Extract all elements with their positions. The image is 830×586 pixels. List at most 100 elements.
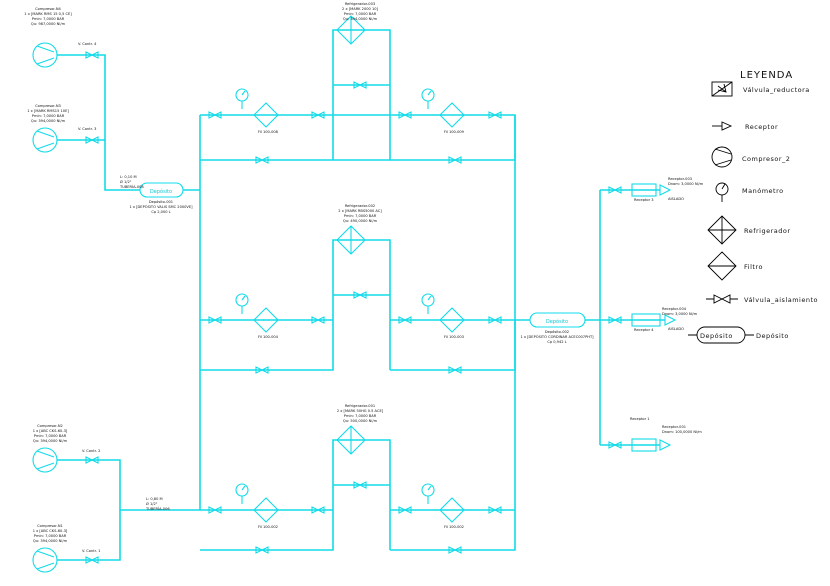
rec-1-sub: AISLADO: [668, 197, 684, 201]
filter-icon: [707, 251, 737, 281]
valve-label: V. Contr. 4: [78, 42, 97, 46]
pipe-label: TUBERÍA-006: [145, 506, 170, 511]
comp-3-cap-2: Pmin: 7,0000 BAR: [34, 434, 67, 438]
ref-3-cap-2: Pmin: 7,0000 BAR: [344, 414, 377, 418]
receptor-icon: [659, 184, 671, 196]
legend-label: Refrigerador: [744, 227, 791, 235]
comp-4-cap-2: Pmin: 7,0000 BAR: [34, 534, 67, 538]
rec-2-cap-0: Receptor-004: [662, 307, 687, 311]
manometer-icon: [421, 483, 435, 505]
filter-label: Fil 100-009: [444, 130, 465, 134]
ref-3-cap-0: Refrigerador-001: [345, 404, 375, 408]
rec-2-cap-1: Dnom: 3,0000 Nl/m: [662, 312, 698, 316]
ref-3-cap-3: Qu: 500,0000 Nl/m: [343, 419, 378, 423]
pipe-label: L: 0,80 M: [146, 497, 163, 501]
compressor-icon: [32, 447, 58, 473]
rec-2-tag: Receptor 4: [634, 328, 654, 332]
legend-label: Válvula_reductora: [743, 86, 810, 94]
ref-2-cap-0: Refrigerador-002: [345, 204, 375, 208]
legend-tank-text: Depósito: [700, 332, 733, 340]
ref-3-cap-1: 2 x [MARK 50HG 0.5 ACE]: [337, 409, 384, 413]
filter-labels: Fil 100-008 Fil 100-009 Fil 100-004 Fil …: [258, 130, 465, 529]
legend-item-filter: Filtro: [707, 251, 763, 281]
ref-1-cap-0: Refrigerador-003: [345, 2, 375, 6]
comp-4-cap-3: Qu: 394,0000 Nl/m: [33, 539, 68, 543]
legend-title: LEYENDA: [740, 70, 793, 81]
tank-2-cap-1: 1 x [DEPÓSITO CORDINAR ACEC007PHT]: [520, 334, 594, 339]
coolers: [336, 15, 366, 455]
legend-label: Filtro: [744, 263, 763, 271]
legend-item-compressor: Compresor_2: [711, 146, 790, 168]
manometer-icon: [235, 293, 249, 315]
comp-4-cap-0: Compresor-N1: [37, 524, 63, 528]
ref-1-cap-2: Pmin: 7,0000 BAR: [344, 12, 377, 16]
compressor-3: [32, 447, 58, 473]
receptor-box: [631, 313, 661, 327]
tank-1-cap-2: Cp 2,000 L: [151, 210, 170, 214]
valve-label: V. Contr. 3: [78, 127, 96, 131]
legend-label: Compresor_2: [742, 155, 790, 163]
tank-2: Depósito: [529, 312, 586, 328]
filter-label: Fil 100-002: [258, 525, 278, 529]
cooler-captions: Refrigerador-003 2 x [MARK 2000 10] Pmin…: [337, 2, 384, 423]
filter-icon: [253, 497, 279, 523]
compressor-captions: Compresor-N4 1 x [MARK RMS 15 0,5 CE] Pm…: [24, 7, 72, 543]
rec-1-cap-0: Receptor-003: [668, 177, 692, 181]
filter-icon: [439, 102, 465, 128]
comp-2-cap-3: Qu: 394,0000 Nl/m: [31, 119, 66, 123]
rec-3-cap-2: Dnom: 100,0000 Nl/m: [662, 430, 702, 434]
filter-label: Fil 100-003: [444, 335, 464, 339]
comp-2-cap-2: Pmin: 7,0000 BAR: [32, 114, 65, 118]
legend-item-cooler: Refrigerador: [707, 215, 791, 245]
cooler-icon: [336, 225, 366, 255]
comp-1-cap-3: Qu: 987,0000 Nl/m: [31, 22, 66, 26]
tank-1-cap-0: Depósito-001: [149, 200, 173, 204]
filter-label: Fil 100-002: [444, 525, 464, 529]
legend-label: Manómetro: [742, 187, 784, 195]
valves: [85, 51, 622, 564]
tank-2-cap-0: Depósito-002: [545, 330, 569, 334]
ref-2-cap-2: Pmin: 7,0000 BAR: [344, 214, 377, 218]
tank-icon: [529, 312, 586, 328]
rec-3-cap-0: Receptor 1: [630, 417, 650, 421]
tank-captions: Depósito-001 1 x [DEPÓSITO VALIS SMC 200…: [129, 200, 594, 344]
manometer-icon: [235, 88, 249, 110]
manometer-icon: [235, 483, 249, 505]
manometer-icon: [421, 88, 435, 110]
filter-label: Fil 100-008: [258, 130, 279, 134]
filter-icon: [439, 497, 465, 523]
filters-and-gauges: [235, 88, 465, 523]
ref-2-cap-1: 2 x [MARK RBS5000 AC]: [338, 209, 382, 213]
filter-icon: [253, 102, 279, 128]
filter-icon: [439, 307, 465, 333]
pipe-label: L: 0,10 M: [120, 175, 137, 179]
rec-1-tag: Receptor 3: [634, 198, 654, 202]
compressor-icon: [32, 42, 58, 68]
valve-labels: V. Contr. 4 V. Contr. 3 V. Contr. 2 V. C…: [78, 42, 100, 553]
tank-2-cap-2: Cp 0,942 L: [547, 340, 566, 344]
cooler-icon: [336, 425, 366, 455]
legend-item-receptor: Receptor: [712, 121, 778, 131]
legend-item-manometer: Manómetro: [715, 182, 784, 202]
rec-1-cap-1: Dnom: 3,0000 Nl/m: [668, 182, 704, 186]
receptor-icon: [721, 121, 733, 131]
comp-2-cap-0: Compresor-N3: [35, 104, 61, 108]
pipe-label: Ø 1/2": [146, 501, 158, 506]
rec-2-sub: AISLADO: [668, 327, 684, 331]
tank-1: Depósito: [139, 182, 184, 198]
compressor-icon: [32, 127, 58, 153]
receptor-icon: [659, 439, 671, 451]
legend: LEYENDA Válvula_reductora Receptor Compr…: [688, 70, 817, 344]
receptor-icon: [664, 314, 676, 326]
isolation-valve-icon: [713, 294, 731, 304]
legend-item-isolation-valve: Válvula_aislamiento: [706, 294, 817, 304]
tank-2-label: Depósito: [546, 318, 568, 325]
ref-2-cap-3: Qu: 490,0000 Nl/m: [343, 219, 378, 223]
comp-1-cap-2: Pmin: 7,0000 BAR: [32, 17, 65, 21]
receptor-box: [631, 438, 657, 452]
comp-3-cap-1: 1 x [ABC CKS-60-3]: [33, 429, 68, 433]
legend-item-reducing-valve: Válvula_reductora: [711, 81, 810, 97]
tank-icon: [139, 182, 184, 198]
